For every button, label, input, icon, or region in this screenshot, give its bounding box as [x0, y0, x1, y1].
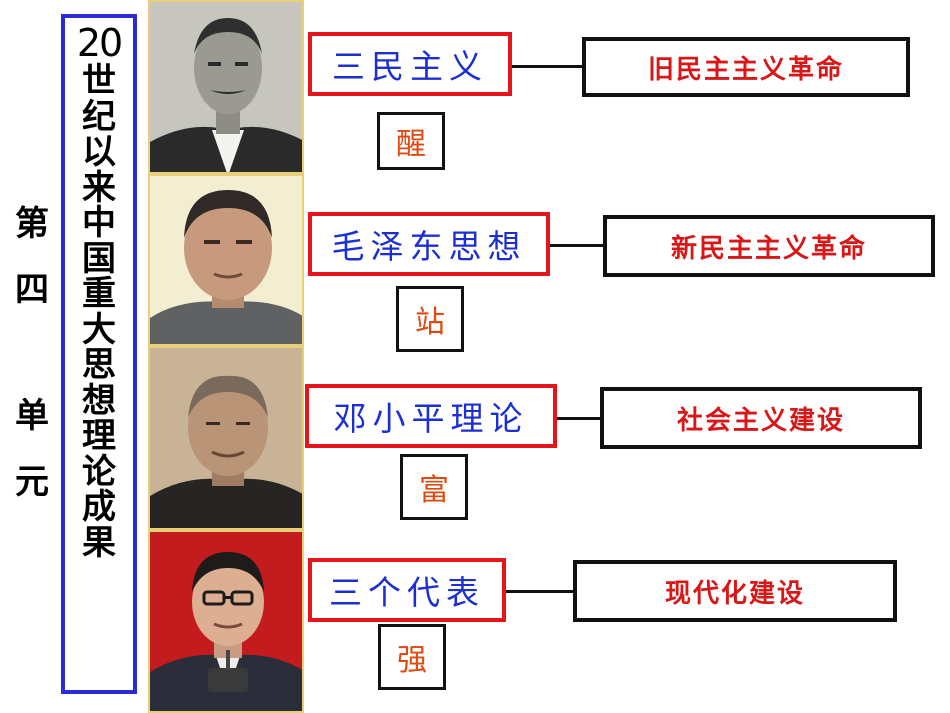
title-char: 成	[82, 487, 116, 527]
title-char: 果	[82, 522, 116, 563]
deng-xiaoping-portrait	[148, 346, 304, 530]
theory-box-mao-thought: 毛泽东思想	[308, 212, 550, 276]
vertical-title-box	[61, 14, 137, 694]
title-char: 世	[82, 61, 116, 101]
title-char: 来	[82, 167, 116, 208]
title-char: 想	[82, 380, 116, 421]
char-box-strong: 强	[378, 624, 446, 690]
title-char: 思	[82, 345, 116, 385]
title-char: 纪	[82, 96, 116, 137]
title-char: 重	[82, 274, 116, 314]
theory-box-deng-theory: 邓小平理论	[305, 384, 557, 448]
connector-line	[557, 417, 603, 420]
title-char: 以	[82, 132, 116, 172]
theory-box-sanmin: 三民主义	[308, 32, 512, 96]
title-char: 国	[82, 238, 116, 279]
title-char: 大	[82, 309, 116, 350]
theory-box-three-represents: 三个代表	[308, 558, 506, 622]
connector-line	[550, 244, 606, 247]
goal-box-new-democratic-revolution: 新民主主义革命	[603, 215, 935, 277]
goal-box-old-democratic-revolution: 旧民主主义革命	[582, 37, 910, 97]
mao-zedong-portrait	[148, 174, 304, 346]
unit-label-char-2: 四	[15, 270, 49, 310]
jiang-zemin-portrait	[148, 530, 304, 713]
unit-label-char-1: 第	[15, 204, 49, 244]
title-char: 论	[82, 451, 116, 492]
title-char: 理	[82, 416, 116, 456]
goal-box-socialist-construction: 社会主义建设	[600, 387, 922, 449]
connector-line	[512, 65, 584, 68]
unit-label-char-4: 元	[15, 462, 49, 502]
unit-label-char-3: 单	[15, 396, 49, 436]
sun-yat-sen-portrait	[148, 0, 304, 174]
title-number: 20	[76, 21, 123, 65]
vertical-title: 20 世 纪 以 来 中 国 重 大 思 想 理 论 成 果	[61, 22, 137, 561]
title-char: 中	[82, 203, 116, 243]
char-box-stand: 站	[396, 286, 464, 352]
char-box-awaken: 醒	[377, 112, 445, 170]
char-box-rich: 富	[400, 454, 468, 520]
goal-box-modernization: 现代化建设	[573, 560, 897, 622]
connector-line	[506, 590, 576, 593]
